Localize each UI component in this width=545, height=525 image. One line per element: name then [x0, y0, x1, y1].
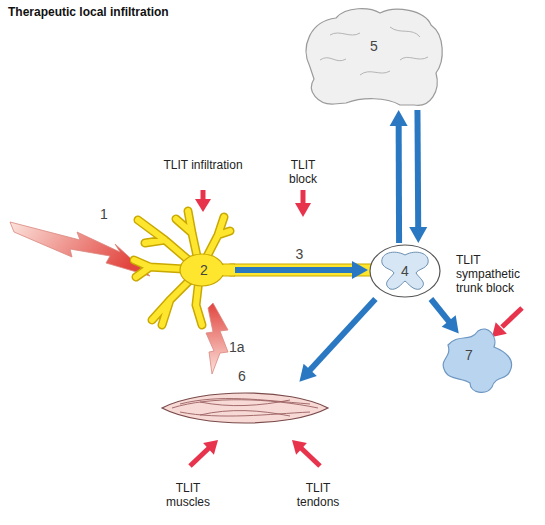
callout-number: 5 — [370, 38, 378, 54]
cord-outline — [370, 245, 440, 297]
arrow-shaft — [396, 124, 402, 243]
arrow-head — [409, 227, 427, 243]
brain-outline — [300, 5, 445, 110]
connector-arrow — [409, 110, 427, 243]
callout-number: 4 — [401, 263, 409, 279]
axon-start — [210, 264, 235, 276]
arrow-head — [352, 261, 368, 279]
callout-number: 1 — [100, 207, 130, 221]
pain-bolt — [206, 303, 228, 374]
tlit-arrow — [301, 448, 320, 466]
ganglion-shape — [443, 329, 511, 392]
tlit-arrow — [301, 190, 306, 205]
tlit-label: TLIT sympathetic trunk block — [456, 253, 540, 295]
muscle: 6 — [160, 368, 330, 430]
callout-number: 2 — [200, 262, 208, 278]
tlit-arrow-head — [295, 203, 311, 217]
spinal-cord: 4 — [368, 243, 442, 299]
muscle-belly — [162, 393, 328, 423]
callout-number: 6 — [238, 368, 246, 384]
arrow-head — [390, 110, 408, 126]
grey-matter — [382, 252, 428, 289]
ganglion-outline — [440, 325, 515, 395]
tlit-arrow — [502, 308, 522, 327]
neuron-shape — [130, 205, 235, 335]
neuron: 2 — [130, 205, 235, 335]
brain: 5 — [300, 5, 445, 110]
arrow-head — [299, 364, 316, 382]
tlit-arrow-head — [203, 440, 218, 455]
arrow-shaft — [309, 299, 376, 371]
diagram-title: Therapeutic local infiltration — [8, 5, 169, 19]
axon-join — [210, 265, 235, 275]
tlit-arrow — [190, 448, 209, 466]
callout-number: 7 — [465, 347, 473, 363]
brain-gyri — [320, 27, 428, 75]
tlit-label: TLIT tendons — [288, 481, 348, 509]
tlit-arrow-head — [292, 440, 307, 455]
tlit-label: TLIT block — [278, 158, 328, 186]
arrow-shaft — [431, 299, 450, 323]
connector-arrow — [299, 299, 375, 382]
tlit-arrow-head — [492, 322, 507, 337]
arrow-head — [442, 315, 459, 333]
tlit-label: TLIT infiltration — [163, 158, 243, 172]
tlit-arrow-head — [195, 199, 211, 212]
muscle-fibres — [172, 399, 318, 417]
connector-arrow — [390, 110, 408, 243]
axon — [230, 264, 372, 276]
callout-number: 1a — [229, 340, 259, 354]
arrow-shaft — [235, 267, 354, 273]
pain-bolt — [10, 222, 150, 276]
arrow-shaft — [414, 110, 421, 229]
connector-arrow — [235, 261, 368, 279]
callout-number: 3 — [296, 246, 304, 262]
connector-arrow — [431, 299, 459, 333]
sympathetic-ganglion: 7 — [440, 325, 515, 395]
brain-shape — [306, 9, 442, 106]
tlit-label: TLIT muscles — [158, 481, 218, 509]
